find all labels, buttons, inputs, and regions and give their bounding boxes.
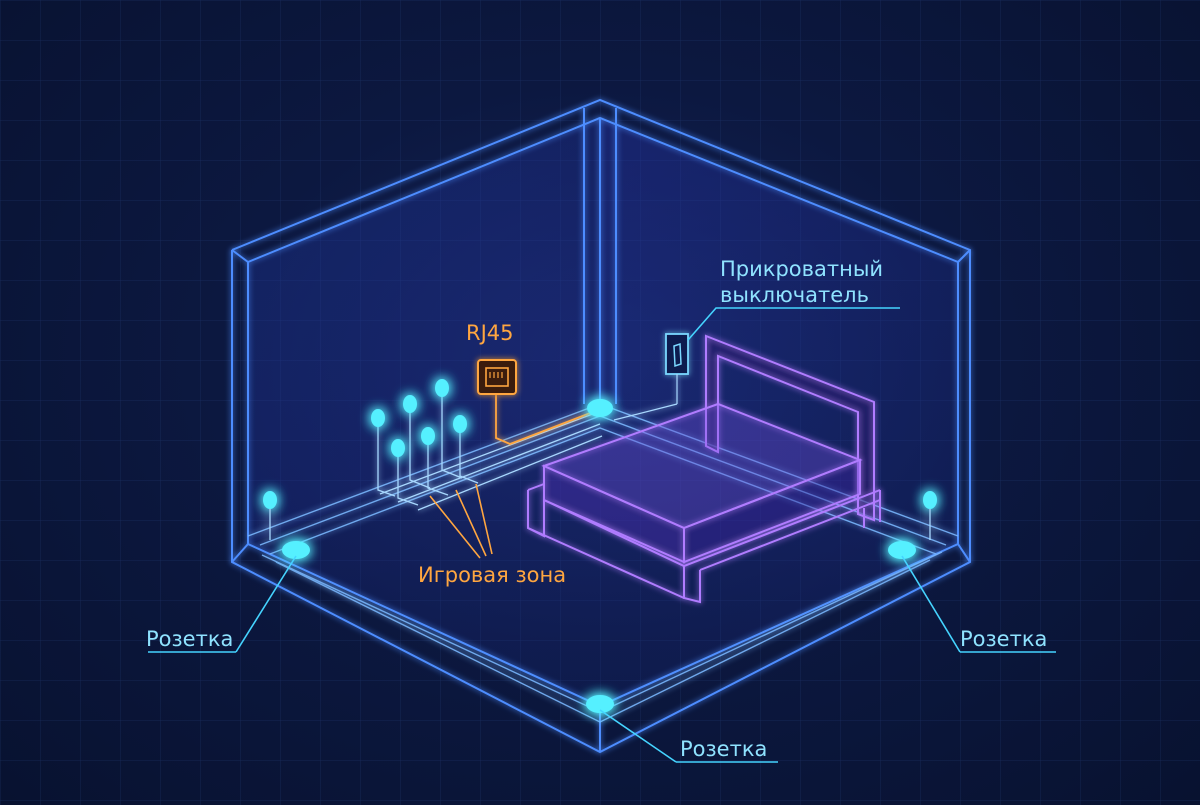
gaming-zone-wires	[377, 392, 603, 511]
bedside-switch-label-line1: Прикроватный	[720, 257, 883, 281]
wall-outlet-right	[923, 491, 937, 540]
bedside-switch-icon	[613, 333, 689, 421]
outlet-left-label: Розетка	[146, 627, 233, 651]
gaming-zone-leaders	[429, 483, 493, 559]
gaming-zone-outlets	[371, 379, 467, 457]
corner-outlets	[282, 399, 916, 713]
leader-lines	[148, 307, 1056, 763]
gaming-zone-label: Игровая зона	[418, 563, 566, 587]
rj45-socket-icon	[477, 359, 517, 395]
outlet-right-label: Розетка	[960, 627, 1047, 651]
bedside-switch-label-line2: выключатель	[720, 283, 869, 307]
rj45-label: RJ45	[466, 321, 514, 345]
room-outline	[231, 98, 971, 754]
bed	[527, 334, 881, 604]
wall-outlet-left	[263, 491, 277, 540]
rj45-cable	[495, 394, 599, 445]
outlet-bottom-label: Розетка	[680, 737, 767, 761]
